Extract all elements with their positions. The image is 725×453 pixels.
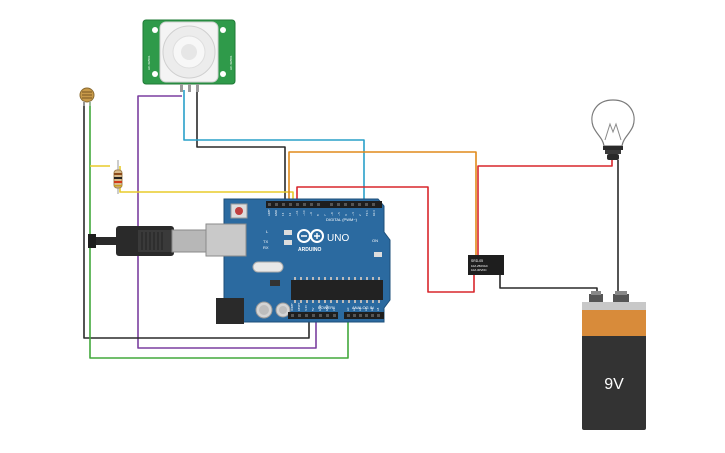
led-tx-label: TX [263,239,268,244]
digital-pin-label: 4 [344,214,348,216]
analog-pin-label: A3 [364,307,368,311]
wire-blue-pir[interactable] [183,90,365,205]
battery-label: 9V [604,376,624,393]
arduino-brand: ARDUINO [298,247,321,253]
analog-pin-label: A4 [370,307,374,311]
digital-header[interactable] [266,201,382,208]
digital-pin-label: ~3 [351,212,355,216]
relay-line3: 10A 30VDC [471,268,488,272]
wire-orange[interactable] [288,151,477,256]
digital-pin-label: AREF [267,209,271,216]
analog-label: ANALOG IN [352,305,374,310]
atmega-chip [291,280,383,300]
power-pin-label: RESET [297,302,301,311]
digital-pin-label: 12 [288,212,292,216]
power-pin-label: 5V [311,307,315,311]
digital-label: DIGITAL (PWM~) [326,217,358,222]
analog-pin-label: A2 [358,307,362,311]
analog-pin-label: A5 [376,307,380,311]
pir-side-text-right: HC-SR501 [229,55,233,70]
digital-pin-label: GND [274,210,278,216]
light-bulb[interactable] [591,99,635,160]
digital-pin-label: 13 [281,212,285,216]
relay-module[interactable]: SRD-05 10A 250VAC 10A 30VDC [468,255,504,275]
power-pin-label: IOREF [290,303,294,311]
battery-9v[interactable]: 9V [582,291,646,430]
digital-pin-label: ~5 [337,212,341,216]
digital-pin-label: 2 [358,214,362,216]
wire-black-ldr[interactable] [83,102,310,339]
arduino-usb-port [205,223,247,257]
led-on-label: ON [372,238,378,243]
analog-pin-label: A1 [352,307,356,311]
analog-pin-label: A0 [346,307,350,311]
wire-black-relay[interactable] [499,272,598,294]
power-label: POWER [318,305,333,310]
arduino-logo-icon [297,229,324,243]
wire-red-bulb[interactable] [477,160,613,256]
power-pin-label: GND [318,305,322,311]
usb-cable [88,226,207,256]
arduino-power-jack [216,298,244,324]
digital-pin-label: ~10 [302,210,306,216]
power-pin-label: 3.3V [304,305,308,311]
relay-line2: 10A 250VAC [471,264,489,268]
pir-side-text-left: HC-SR501 [147,55,151,70]
wire-red-arduino[interactable] [296,186,475,293]
pir-sensor[interactable]: HC-SR501 HC-SR501 [142,19,236,92]
resistor[interactable] [113,160,123,194]
digital-pin-label: RX 0 [372,210,376,216]
power-pin-label: GND [325,305,329,311]
power-pin-label: VIN [332,306,336,311]
wires [83,90,619,359]
relay-line1: SRD-05 [471,259,483,263]
arduino-uno[interactable]: L TX RX ON DIGITAL (PWM~) POWER ANALOG I… [205,198,391,324]
led-rx-label: RX [263,245,269,250]
digital-pin-label: ~9 [309,212,313,216]
photoresistor[interactable] [79,87,95,106]
wire-purple[interactable] [137,95,317,349]
wire-black-pir[interactable] [196,90,286,205]
arduino-model: UNO [327,233,349,244]
digital-pin-label: 7 [323,214,327,216]
digital-pin-label: ~11 [295,210,299,216]
digital-pin-label: ~6 [330,212,334,216]
wire-green-ldr[interactable] [89,102,349,359]
digital-pin-label: 8 [316,214,320,216]
digital-pin-label: TX 1 [365,210,369,216]
led-l-label: L [266,229,269,234]
analog-header[interactable] [344,312,384,319]
